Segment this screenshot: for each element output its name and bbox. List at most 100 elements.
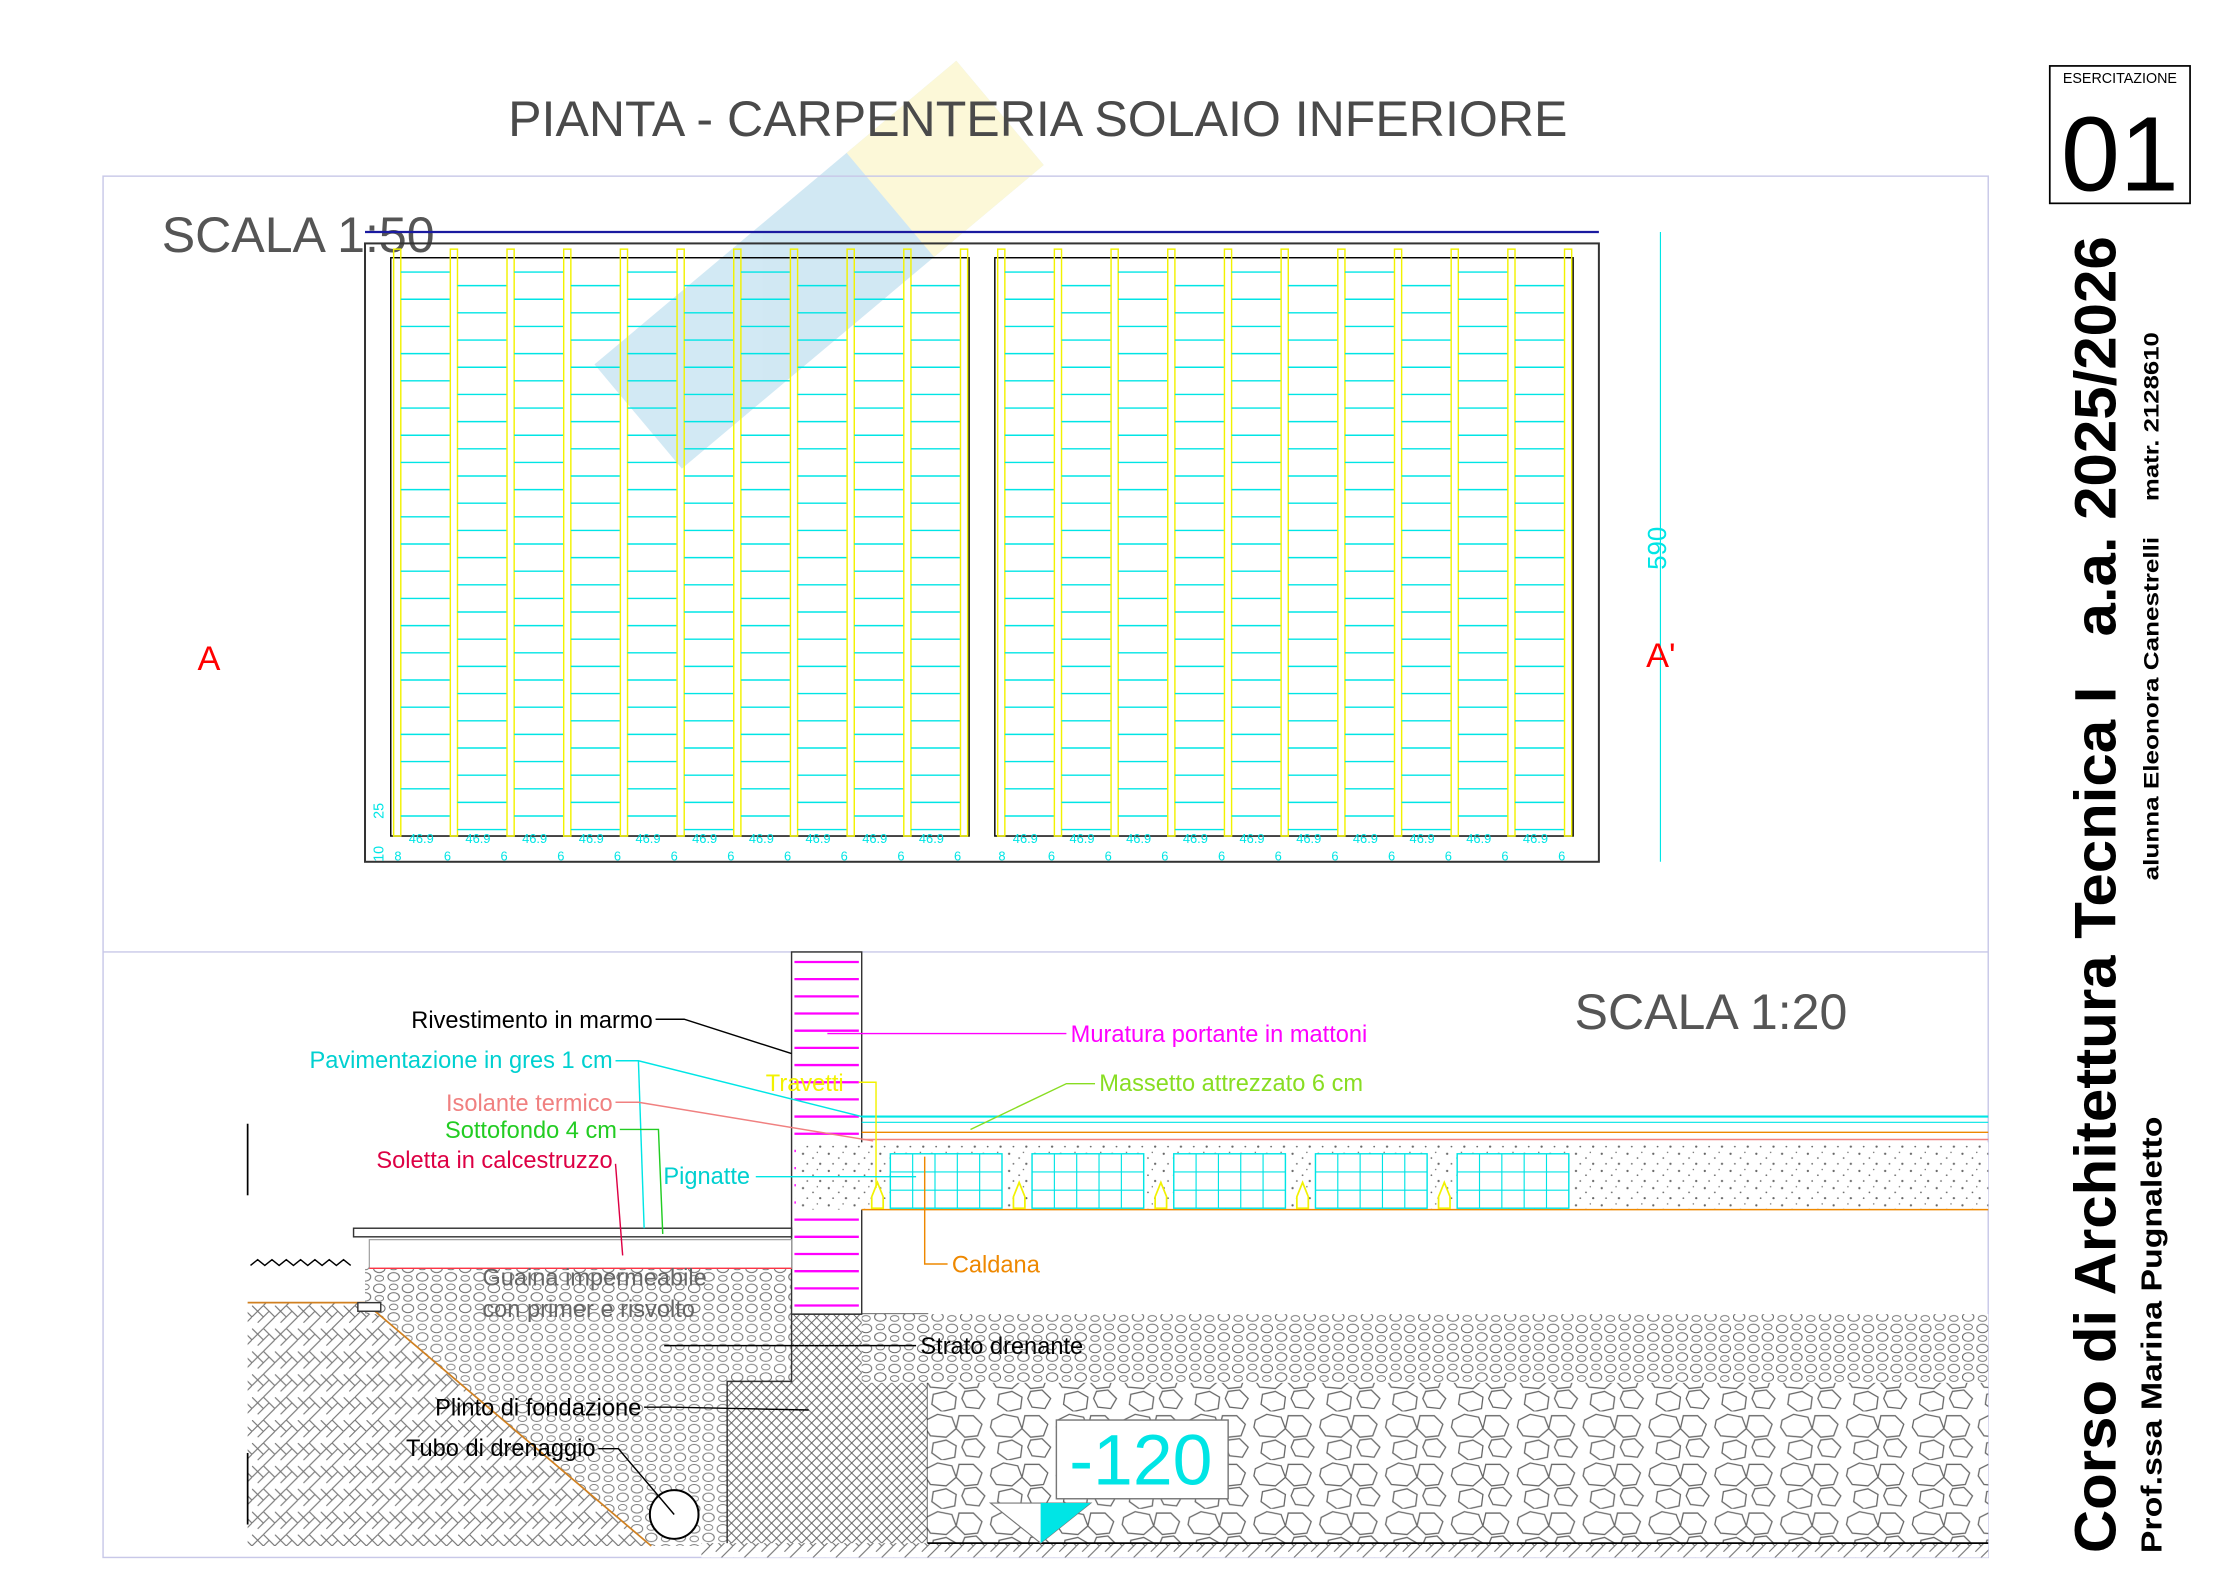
floor-plan	[364, 230, 1662, 863]
dim-pignatta: 46.9	[862, 831, 887, 846]
joist	[959, 248, 969, 837]
pignatta-block	[1456, 1153, 1570, 1209]
dim-8: 8	[394, 848, 401, 863]
exercise-number: 01	[2061, 95, 2179, 213]
joist	[1167, 248, 1176, 837]
pignatta-outline	[1173, 1153, 1287, 1209]
exercise-box	[2048, 65, 2191, 205]
travetto	[1154, 1180, 1168, 1210]
pignatta-outline	[1031, 1153, 1145, 1209]
joist	[789, 248, 799, 837]
joist	[733, 248, 742, 837]
dim-travetto: 6	[557, 848, 564, 863]
label-rivestimento: Rivestimento in marmo	[411, 1008, 652, 1034]
dim-travetto: 6	[1105, 848, 1112, 863]
dim-pignatta: 46.9	[1183, 831, 1208, 846]
elevation-label: -120	[1069, 1420, 1212, 1500]
dim-pignatta: 46.9	[806, 831, 831, 846]
section-mark-a-prime: A'	[1646, 637, 1675, 675]
dim-travetto: 6	[444, 848, 451, 863]
pignatta-block	[1314, 1153, 1428, 1209]
dim-travetto: 6	[1161, 848, 1168, 863]
dim-pignatta: 46.9	[635, 831, 660, 846]
dim-10: 10	[372, 846, 388, 862]
label-guaina-1: Guaina impermeabile	[482, 1265, 706, 1291]
dim-pignatta: 46.9	[409, 831, 434, 846]
label-isolante: Isolante termico	[446, 1091, 613, 1117]
label-caldana: Caldana	[952, 1253, 1041, 1279]
course-title: Corso di Architettura Tecnica I a.a. 202…	[2064, 236, 2129, 1553]
travetto	[1012, 1180, 1026, 1210]
joist	[846, 248, 855, 837]
dim-pignatta: 46.9	[1126, 831, 1151, 846]
label-guaina-2: con primer e risvolto	[482, 1297, 695, 1323]
joist	[449, 248, 459, 837]
dim-travetto: 6	[1275, 848, 1282, 863]
section-mark-a: A	[198, 640, 221, 678]
leader-lines	[598, 1018, 1096, 1515]
dim-pignatta: 46.9	[692, 831, 717, 846]
student-matricola: matr. 2128610	[2140, 332, 2164, 501]
label-pavimentazione: Pavimentazione in gres 1 cm	[310, 1048, 613, 1074]
label-strato-drenante: Strato drenante	[920, 1334, 1083, 1360]
dim-travetto: 6	[1558, 848, 1565, 863]
travetto	[1437, 1180, 1451, 1210]
dim-pignatta: 46.9	[1523, 831, 1548, 846]
pignatta-outline	[1456, 1153, 1570, 1209]
dim-travetto: 6	[1501, 848, 1508, 863]
joist	[903, 248, 912, 837]
dim-25: 25	[372, 803, 388, 819]
dim-pignatta: 46.9	[522, 831, 547, 846]
joist	[1507, 248, 1516, 837]
dimension-590: 590	[1644, 527, 1672, 570]
pignatta-block	[1031, 1153, 1145, 1209]
joist	[1393, 248, 1403, 837]
dim-travetto: 6	[1388, 848, 1395, 863]
dim-travetto: 6	[897, 848, 904, 863]
dim-travetto: 6	[1445, 848, 1452, 863]
dim-pignatta: 46.9	[1240, 831, 1265, 846]
dim-travetto: 6	[1331, 848, 1338, 863]
travetto	[870, 1180, 885, 1210]
dim-pignatta: 46.9	[579, 831, 604, 846]
dim-travetto: 6	[671, 848, 678, 863]
section-scale: SCALA 1:20	[1575, 984, 1848, 1040]
travetto	[1295, 1180, 1310, 1210]
dim-travetto: 6	[841, 848, 848, 863]
dim-travetto: 6	[614, 848, 621, 863]
label-sottofondo: Sottofondo 4 cm	[445, 1118, 617, 1144]
dim-pignatta: 46.9	[1410, 831, 1435, 846]
label-tubo: Tubo di drenaggio	[406, 1436, 595, 1462]
dim-travetto: 6	[1048, 848, 1055, 863]
joist	[619, 248, 629, 837]
joist	[1280, 248, 1289, 837]
section-labels: Rivestimento in marmo Pavimentazione in …	[310, 1008, 1368, 1462]
joist	[1110, 248, 1119, 837]
joist	[392, 248, 402, 837]
dim-8: 8	[998, 848, 1005, 863]
dim-travetto: 6	[501, 848, 508, 863]
joist	[1053, 248, 1063, 837]
label-massetto: Massetto attrezzato 6 cm	[1099, 1071, 1363, 1097]
label-pignatte: Pignatte	[663, 1164, 750, 1190]
professor-name: Prof.ssa Marina Pugnaletto	[2136, 1117, 2168, 1554]
dim-travetto: 6	[784, 848, 791, 863]
dim-pignatta: 46.9	[1296, 831, 1321, 846]
exercise-label: ESERCITAZIONE	[2063, 71, 2177, 87]
plan-scale: SCALA 1:50	[162, 207, 435, 263]
dim-travetto: 6	[1218, 848, 1225, 863]
student-name: alunna Eleonora Canestrelli	[2140, 537, 2164, 881]
pignatta-block	[1173, 1153, 1287, 1209]
joist	[1223, 248, 1233, 837]
joist	[1337, 248, 1346, 837]
joist	[996, 248, 1006, 837]
label-travetti: Travetti	[766, 1071, 844, 1097]
joist	[1563, 248, 1573, 837]
dim-pignatta: 46.9	[465, 831, 490, 846]
pignatta-outline	[1314, 1153, 1428, 1209]
dim-travetto: 6	[954, 848, 961, 863]
dim-pignatta: 46.9	[1466, 831, 1491, 846]
label-soletta: Soletta in calcestruzzo	[376, 1148, 612, 1174]
joist	[676, 248, 685, 837]
dim-pignatta: 46.9	[749, 831, 774, 846]
